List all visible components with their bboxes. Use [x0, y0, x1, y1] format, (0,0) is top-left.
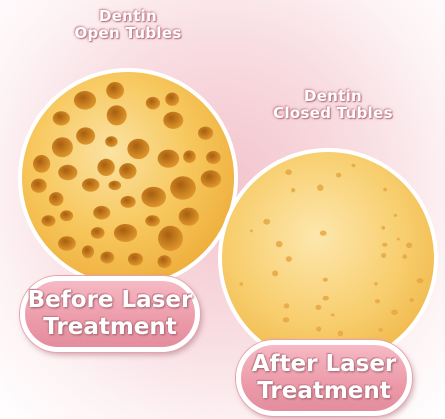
- tubule-hole: [52, 137, 73, 157]
- tubule-hole: [82, 245, 94, 258]
- closed-tubules-circle: [214, 144, 442, 372]
- tubule-hole: [240, 282, 244, 285]
- open-tubules-title-line2: Open Tubles: [58, 25, 198, 42]
- tubule-hole: [76, 127, 95, 144]
- tubule-hole: [42, 215, 56, 226]
- tubule-hole: [283, 317, 290, 322]
- tubule-hole: [158, 226, 183, 251]
- tubule-hole: [331, 313, 335, 316]
- tubule-hole: [374, 282, 378, 286]
- tubule-hole: [323, 278, 328, 282]
- tubule-hole: [105, 136, 117, 147]
- tubule-hole: [158, 255, 172, 268]
- tubule-hole: [97, 159, 114, 176]
- tubule-hole: [375, 299, 380, 303]
- before-label-line1: Before Laser: [25, 287, 195, 314]
- tubule-hole: [127, 139, 149, 159]
- tubule-hole: [74, 91, 96, 110]
- tubule-hole: [315, 305, 321, 310]
- tubule-hole: [183, 150, 196, 163]
- tubule-hole: [60, 210, 73, 221]
- closed-tubules-title-line2: Closed Tubles: [258, 105, 408, 122]
- closed-tubules-title: Dentin Closed Tubles: [258, 88, 408, 122]
- tubule-hole: [170, 176, 196, 200]
- tubule-hole: [320, 231, 327, 236]
- tubule-hole: [100, 252, 114, 264]
- tubule-hole: [263, 219, 270, 225]
- tubule-hole: [121, 196, 136, 208]
- tubule-hole: [107, 105, 127, 125]
- tubule-hole: [158, 150, 180, 168]
- tubule-hole: [381, 253, 386, 258]
- tubule-hole: [272, 270, 278, 276]
- before-laser-treatment-label: Before Laser Treatment: [20, 276, 200, 352]
- tubule-hole: [383, 188, 387, 192]
- tubule-hole: [31, 179, 47, 193]
- closed-tubules-title-line1: Dentin: [258, 88, 408, 105]
- tubule-hole: [378, 328, 383, 332]
- tubule-hole: [402, 254, 407, 259]
- tubule-hole: [49, 192, 64, 206]
- tubule-hole: [165, 93, 179, 106]
- tubule-hole: [394, 214, 397, 217]
- tubule-hole: [82, 178, 99, 191]
- tubule-hole: [381, 226, 385, 230]
- tubule-hole: [58, 236, 76, 250]
- tubule-hole: [109, 181, 122, 191]
- tubule-hole: [179, 208, 199, 226]
- tubule-hole: [93, 206, 110, 220]
- tubule-hole: [382, 243, 387, 247]
- tubule-hole: [128, 253, 143, 266]
- after-laser-treatment-label: After Laser Treatment: [236, 340, 412, 416]
- tubule-hole: [91, 227, 105, 239]
- tubule-hole: [53, 111, 70, 125]
- tubule-hole: [351, 164, 355, 168]
- tubule-hole: [33, 155, 50, 173]
- tubule-hole: [284, 303, 290, 308]
- tubule-hole: [391, 310, 398, 316]
- tubule-hole: [146, 97, 160, 110]
- before-label-line2: Treatment: [25, 314, 195, 341]
- tubule-hole: [106, 82, 124, 99]
- open-tubules-title: Dentin Open Tubles: [58, 8, 198, 42]
- tubule-hole: [285, 169, 292, 175]
- tubule-hole: [291, 188, 295, 192]
- tubule-hole: [338, 331, 344, 337]
- tubule-hole: [417, 278, 424, 283]
- tubule-hole: [145, 215, 160, 226]
- tubule-hole: [406, 243, 412, 249]
- tubule-hole: [397, 238, 400, 241]
- after-label-line2: Treatment: [241, 378, 407, 405]
- tubule-hole: [317, 184, 323, 191]
- tubule-hole: [276, 241, 283, 247]
- open-tubules-circle: [14, 64, 242, 292]
- tubule-hole: [119, 163, 136, 179]
- after-label-line1: After Laser: [241, 351, 407, 378]
- tubule-hole: [163, 112, 183, 129]
- tubule-hole: [286, 256, 292, 262]
- tubule-hole: [141, 187, 166, 208]
- tubule-hole: [114, 224, 137, 242]
- tubule-hole: [410, 298, 415, 302]
- tubule-hole: [323, 296, 329, 301]
- open-tubules-title-line1: Dentin: [58, 8, 198, 25]
- tubule-hole: [58, 165, 77, 180]
- tubule-hole: [198, 127, 213, 140]
- tubule-hole: [336, 173, 341, 178]
- tubule-hole: [316, 326, 321, 331]
- tubule-hole: [250, 229, 253, 232]
